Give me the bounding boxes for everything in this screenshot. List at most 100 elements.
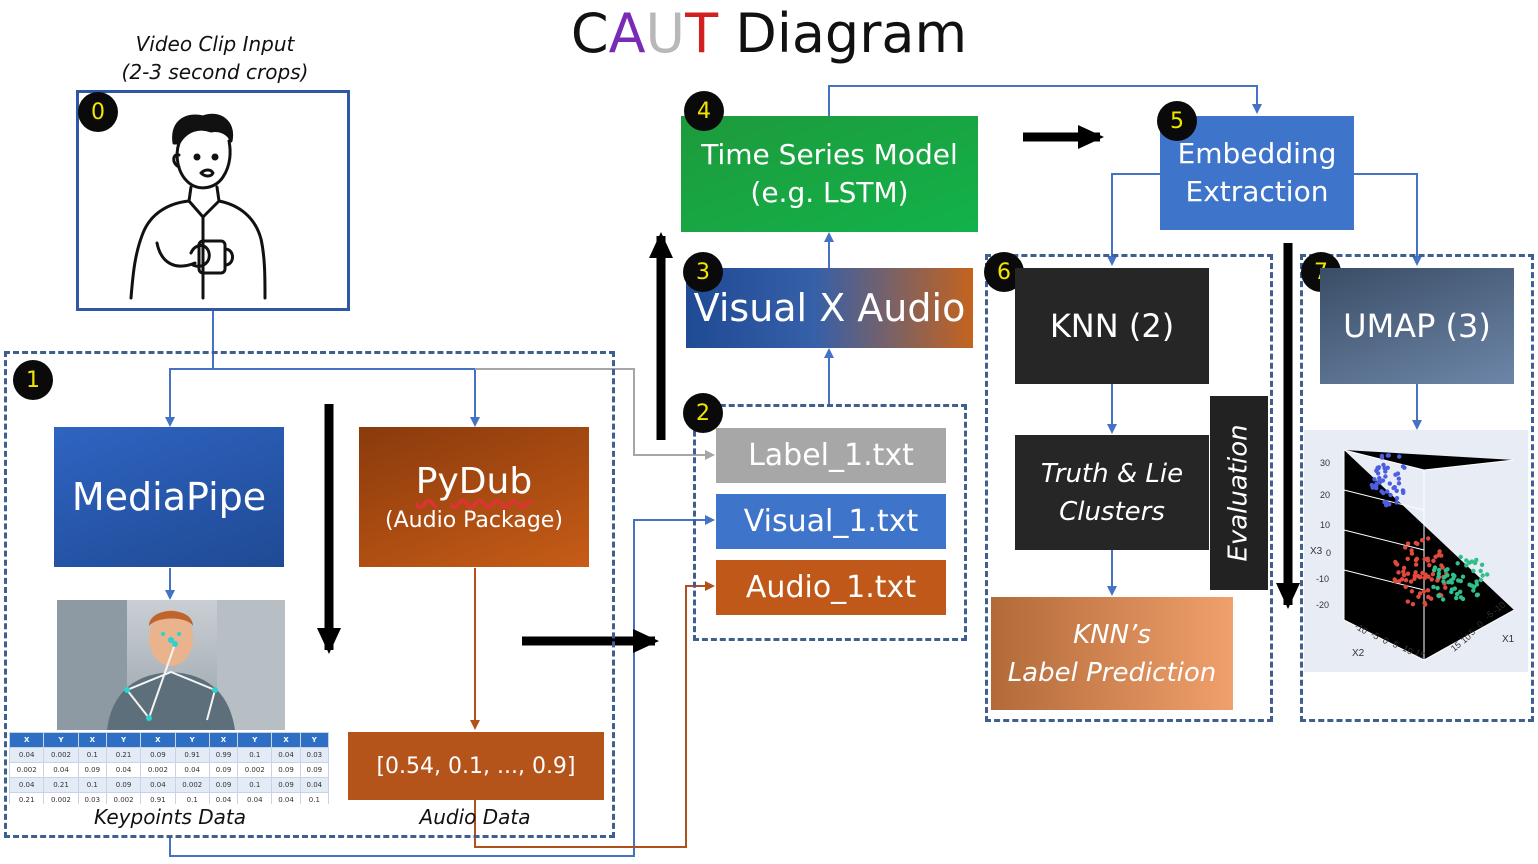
model-line1: Time Series Model (701, 138, 958, 171)
keypoints-cell: 0.04 (271, 747, 301, 763)
scatter-point-green (1452, 586, 1457, 591)
mediapipe-label: MediaPipe (71, 475, 267, 519)
scatter-point-blue (1375, 465, 1380, 471)
prediction-line2: Label Prediction (1007, 657, 1217, 688)
scatter-point-green (1431, 584, 1436, 590)
scatter-point-green (1449, 589, 1454, 595)
keypoints-header-cell: X (140, 732, 176, 748)
z-tick-0: 30 (1320, 458, 1330, 468)
badge-3: 3 (683, 252, 723, 292)
scatter-point-red (1414, 556, 1420, 561)
scatter-point-red (1415, 573, 1421, 579)
evaluation-label: Evaluation (1224, 424, 1254, 562)
scatter-point-red (1422, 600, 1427, 605)
scatter-point-red (1399, 577, 1405, 582)
clusters-line2: Clusters (1059, 496, 1165, 527)
scatter-point-blue (1396, 476, 1401, 481)
keypoints-cell: 0.002 (237, 762, 273, 778)
keypoints-cell: 0.04 (140, 777, 176, 793)
umap-box: UMAP (3) (1320, 268, 1514, 384)
scatter-point-green (1479, 562, 1485, 567)
scatter-point-blue (1396, 481, 1402, 486)
scatter-point-green (1445, 567, 1450, 572)
scatter-point-red (1421, 589, 1427, 594)
scatter-point-green (1485, 572, 1490, 577)
keypoints-caption: Keypoints Data (93, 805, 247, 829)
scatter-point-green (1448, 578, 1454, 583)
keypoints-cell: 0.04 (9, 777, 45, 793)
scatter-point-green (1436, 574, 1441, 580)
keypoints-header-cell: Y (299, 732, 329, 748)
scatter-point-green (1437, 593, 1442, 599)
scatter-point-red (1409, 551, 1415, 556)
scatter-point-green (1480, 573, 1485, 578)
x2-tick-2: 0 (1381, 635, 1390, 646)
badge-0: 0 (78, 92, 118, 132)
scatter-point-red (1427, 563, 1432, 568)
scatter-point-blue (1387, 481, 1392, 486)
scatter-point-blue (1383, 474, 1388, 479)
scatter-point-green (1474, 592, 1480, 598)
keypoints-cell: 0.21 (9, 792, 45, 804)
scatter-point-red (1425, 588, 1431, 593)
axis-x3-label: X3 (1310, 546, 1323, 557)
scatter-point-blue (1397, 454, 1402, 459)
scatter-point-red (1413, 570, 1418, 575)
scatter-point-green (1458, 578, 1463, 584)
keypoints-photo (57, 600, 285, 730)
scatter-point-blue (1384, 503, 1389, 508)
keypoints-cell: 0.002 (43, 747, 79, 763)
model-to-embedding-connector (828, 85, 1262, 116)
keypoints-header-cell: Y (105, 732, 142, 748)
keypoints-cell: 0.1 (77, 747, 107, 763)
model-box: Time Series Model (e.g. LSTM) (681, 116, 978, 232)
pose-overlay (57, 600, 285, 730)
prediction-box: KNN’s Label Prediction (991, 597, 1233, 710)
keypoints-cell: 0.09 (208, 762, 239, 778)
keypoints-cell: 0.21 (105, 747, 142, 763)
scatter-point-red (1443, 585, 1448, 590)
x1-tick-5: 15 (1449, 639, 1463, 653)
title-letter-a: A (608, 2, 646, 65)
pydub-sublabel: (Audio Package) (385, 508, 563, 533)
scatter-point-green (1455, 561, 1460, 566)
visual-file-box: Visual_1.txt (716, 494, 946, 549)
keypoints-cell: 0.002 (43, 792, 79, 804)
input-caption-line1: Video Clip Input (135, 32, 295, 56)
x2-tick-5: 15 (1413, 647, 1427, 661)
keypoints-cell: 0.99 (208, 747, 239, 763)
evaluation-box: Evaluation (1210, 396, 1268, 590)
audio-values: [0.54, 0.1, ..., 0.9] (376, 753, 576, 779)
knn-region (985, 254, 1273, 722)
scatter-point-green (1471, 584, 1477, 590)
keypoints-cell: 0.002 (105, 792, 142, 804)
fusion-box: Visual X Audio (686, 268, 973, 348)
scatter-point-blue (1375, 471, 1381, 476)
visual-file-name: Visual_1.txt (743, 504, 919, 539)
x2-tick-4: 10 (1401, 643, 1415, 657)
scatter-point-blue (1395, 471, 1401, 476)
keypoints-to-visual-connector (169, 515, 715, 857)
keypoints-cell: 0.1 (299, 792, 329, 804)
scatter-point-green (1458, 595, 1464, 600)
input-caption-line2: (2-3 second crops) (121, 60, 309, 84)
scatter-point-red (1439, 563, 1444, 568)
scatter-point-red (1405, 571, 1411, 576)
scatter-point-blue (1381, 490, 1386, 496)
axis-x1-label: X1 (1502, 634, 1515, 645)
label-file-box: Label_1.txt (716, 428, 946, 483)
scatter-point-blue (1374, 481, 1379, 486)
keypoints-cell: 0.03 (299, 747, 329, 763)
keypoints-cell: 0.1 (237, 747, 273, 763)
badge-1: 1 (13, 360, 53, 400)
umap-scatter: 30 20 10 0 -10 -20 X3 X2 X1 -10 -5 0 5 1… (1310, 449, 1515, 661)
x1-tick-4: 10 (1459, 631, 1473, 645)
scatter-point-red (1412, 576, 1417, 581)
mediapipe-box: MediaPipe (54, 427, 284, 567)
scatter-point-red (1409, 548, 1414, 553)
scatter-point-red (1426, 574, 1431, 579)
